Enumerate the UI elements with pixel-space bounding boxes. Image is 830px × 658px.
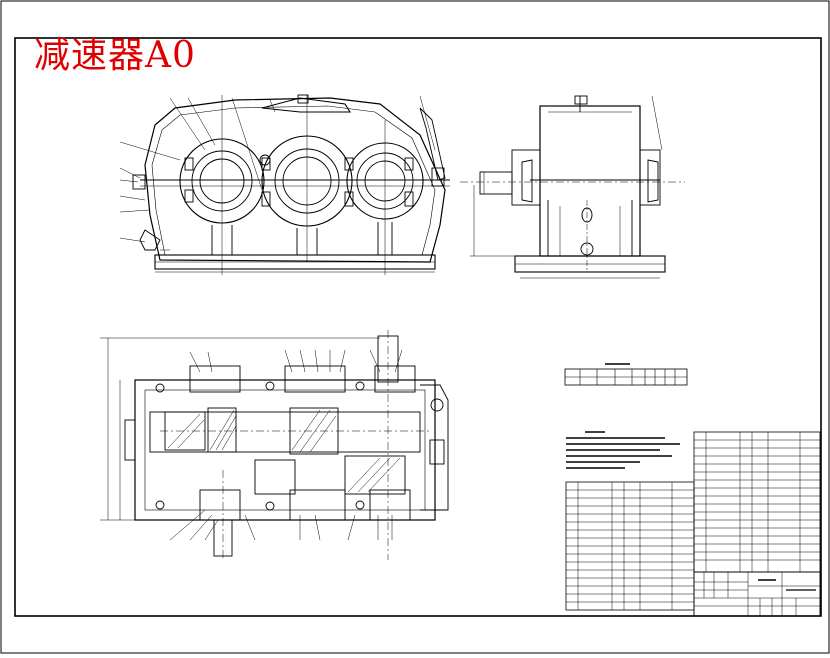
notes-block [566, 431, 680, 469]
parts-list [565, 431, 821, 611]
top-view [100, 330, 449, 560]
inner-frame [14, 37, 822, 617]
drawing-title: 减速器A0 [34, 35, 196, 76]
title-block [693, 571, 821, 617]
front-view [119, 94, 450, 275]
side-view [460, 95, 685, 279]
spec-table [564, 363, 688, 386]
